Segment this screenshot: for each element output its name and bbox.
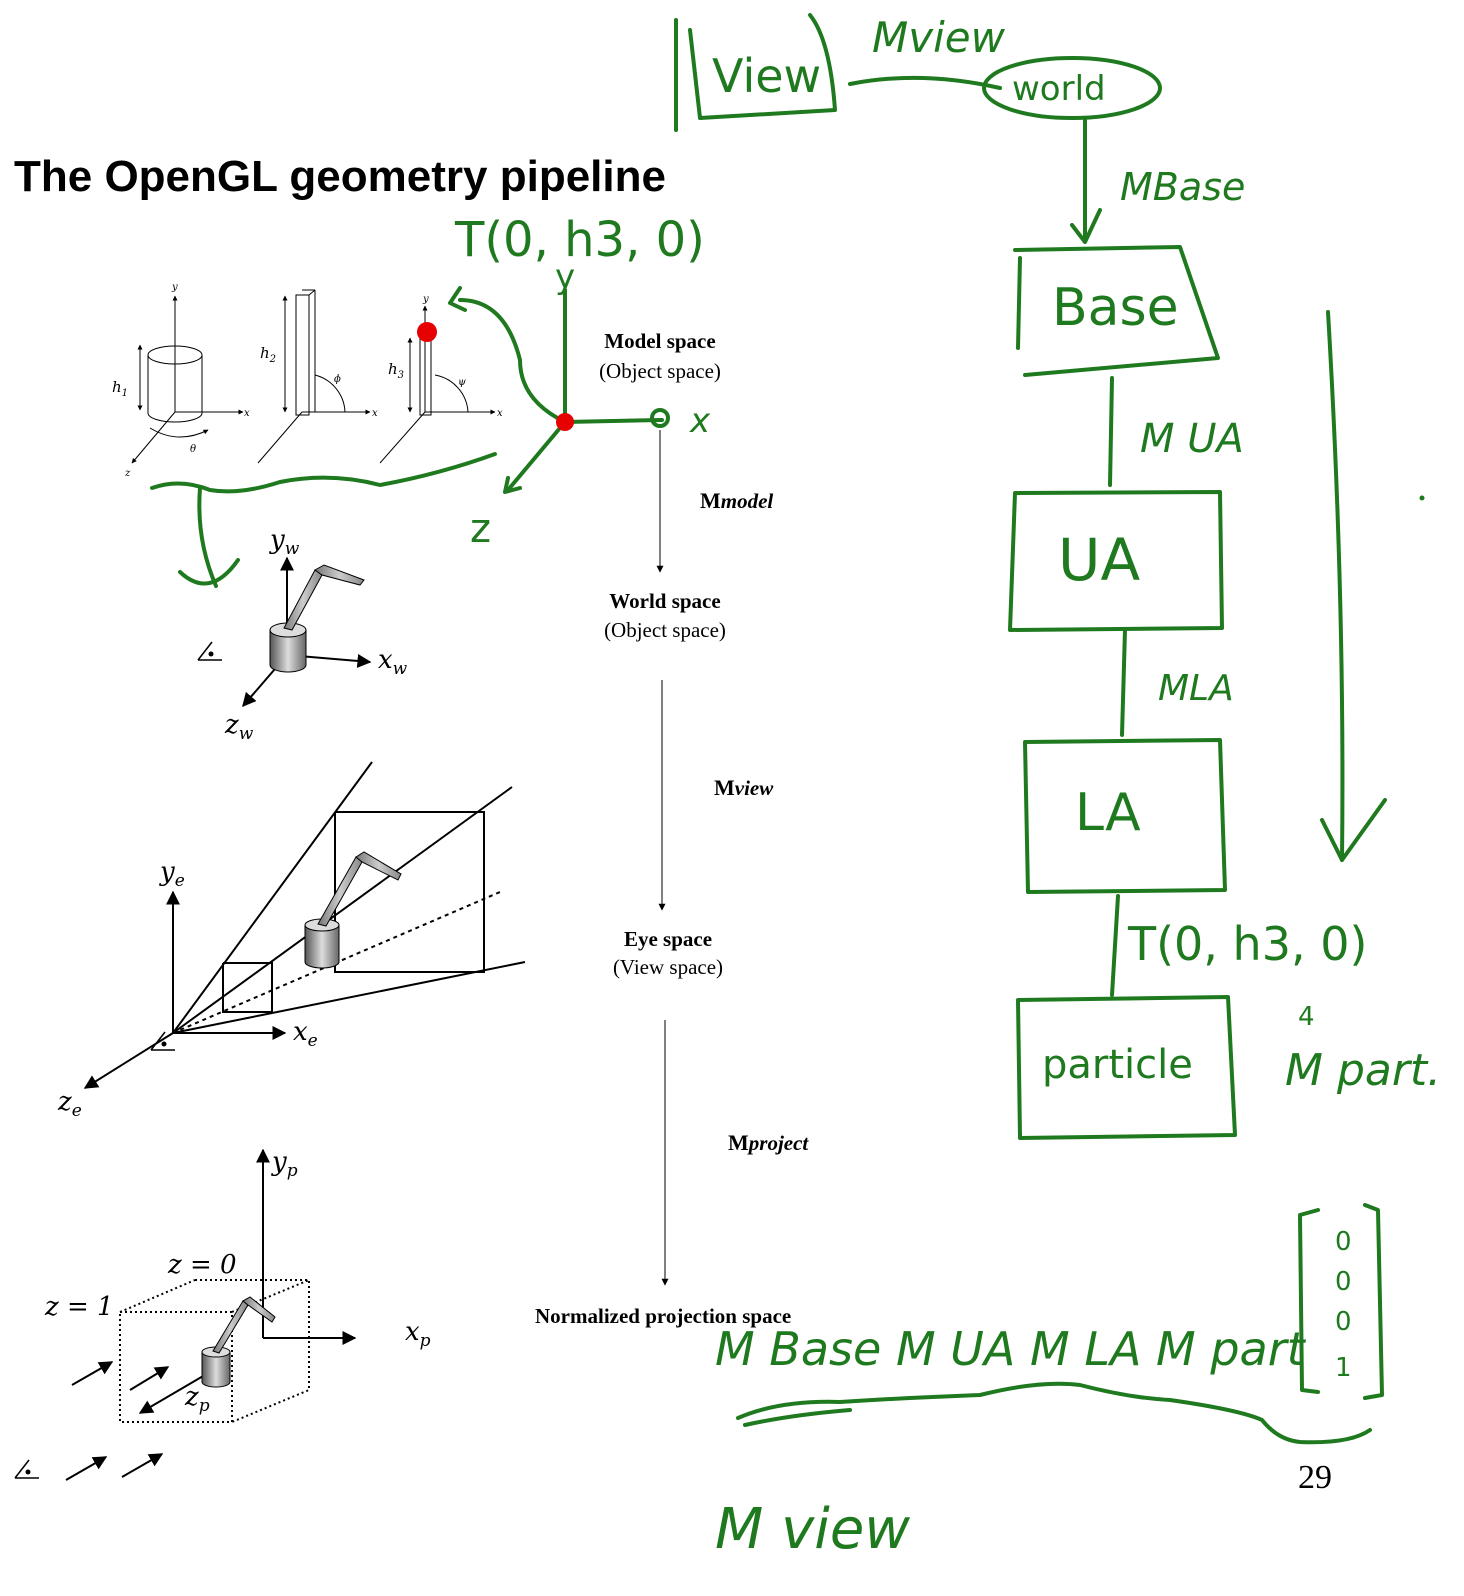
label-eye-y: ye bbox=[159, 857, 185, 891]
pipeline-column: Model space (Object space) Mmodel World … bbox=[535, 329, 809, 1328]
eye-icon bbox=[197, 641, 222, 661]
label-proj-x: xp bbox=[405, 1317, 431, 1351]
ink-translate-lower: T(0, h3, 0) bbox=[1127, 917, 1367, 971]
marker-dot-top bbox=[417, 322, 437, 342]
ink-m-part: M part. bbox=[1285, 1045, 1441, 1096]
label-h3: h3 bbox=[388, 360, 404, 381]
label-z0: z = 0 bbox=[167, 1250, 237, 1280]
ink-ua-box: UA bbox=[1058, 526, 1140, 594]
label-proj-z: zp bbox=[184, 1382, 210, 1416]
ink-annotations: y x z T(0, h3, 0) View Mview world MBase… bbox=[150, 13, 1441, 1562]
label-model-x2: x bbox=[372, 408, 378, 419]
label-world-y: yw bbox=[269, 525, 300, 559]
ink-m-view-bottom: M view bbox=[715, 1497, 910, 1562]
marker-dot-origin bbox=[556, 413, 574, 431]
label-eye-x: xe bbox=[293, 1017, 318, 1051]
matrix-model: Mmodel bbox=[700, 488, 773, 513]
stage-eye-name: Eye space bbox=[624, 927, 712, 951]
label-model-y3: y bbox=[422, 294, 429, 305]
label-model-z1: z bbox=[124, 468, 131, 479]
matrix-view: Mview bbox=[714, 775, 774, 800]
ink-vector-3: 1 bbox=[1335, 1353, 1352, 1383]
ink-vector-2: 0 bbox=[1335, 1307, 1352, 1337]
page-number: 29 bbox=[1298, 1459, 1332, 1496]
projection-space-figure: yp xp zp z = 0 z = 1 bbox=[14, 1147, 431, 1481]
stage-model-name: Model space bbox=[604, 329, 715, 353]
stage-eye-sub: (View space) bbox=[613, 955, 723, 979]
stage-proj-name: Normalized projection space bbox=[535, 1304, 791, 1328]
matrix-project: Mproject bbox=[728, 1130, 809, 1155]
ink-particle-box: particle bbox=[1042, 1042, 1193, 1088]
slide-title: The OpenGL geometry pipeline bbox=[14, 152, 666, 201]
eye-icon bbox=[150, 1031, 175, 1051]
label-theta: θ bbox=[190, 444, 196, 455]
label-model-x3: x bbox=[497, 408, 503, 419]
model-space-figure: h1 y x z θ h2 ϕ x h3 ψ x y bbox=[112, 282, 503, 479]
eye-icon bbox=[14, 1459, 39, 1479]
ink-vector-0: 0 bbox=[1335, 1227, 1352, 1257]
label-h1: h1 bbox=[112, 378, 128, 399]
label-psi: ψ bbox=[458, 377, 466, 388]
ink-local-axes: y x z bbox=[448, 257, 711, 552]
ink-product: M Base M UA M LA M part bbox=[715, 1322, 1307, 1376]
ink-label-y: y bbox=[555, 257, 575, 297]
label-world-x: xw bbox=[378, 645, 408, 679]
ink-m-view-top: Mview bbox=[872, 13, 1006, 62]
ink-m-ua: M UA bbox=[1140, 416, 1244, 462]
stage-model-sub: (Object space) bbox=[599, 359, 721, 383]
ink-translate-top: T(0, h3, 0) bbox=[454, 212, 705, 268]
label-proj-y: yp bbox=[271, 1147, 298, 1181]
label-model-x1: x bbox=[244, 408, 250, 419]
label-phi: ϕ bbox=[334, 374, 341, 385]
ink-label-x: x bbox=[689, 401, 711, 441]
ink-view-box: View bbox=[712, 49, 821, 103]
label-z1: z = 1 bbox=[44, 1292, 114, 1322]
label-model-y1: y bbox=[171, 282, 178, 293]
ink-vector-1: 0 bbox=[1335, 1267, 1352, 1297]
ink-la-box: LA bbox=[1075, 783, 1141, 843]
ink-world-node: world bbox=[1012, 69, 1106, 109]
label-eye-z: ze bbox=[57, 1087, 82, 1121]
ink-base-box: Base bbox=[1052, 278, 1179, 338]
eye-space-figure: ye xe ze bbox=[57, 761, 526, 1121]
ink-m-base: MBase bbox=[1120, 165, 1245, 209]
ink-m-la: MLA bbox=[1158, 668, 1234, 709]
world-space-figure: yw xw zw bbox=[197, 525, 408, 744]
ink-label-z: z bbox=[470, 506, 491, 552]
ink-four-mark: 4 bbox=[1298, 1002, 1315, 1032]
label-h2: h2 bbox=[260, 344, 276, 365]
stage-world-name: World space bbox=[609, 589, 720, 613]
label-world-z: zw bbox=[224, 710, 254, 744]
stage-world-sub: (Object space) bbox=[604, 618, 726, 642]
